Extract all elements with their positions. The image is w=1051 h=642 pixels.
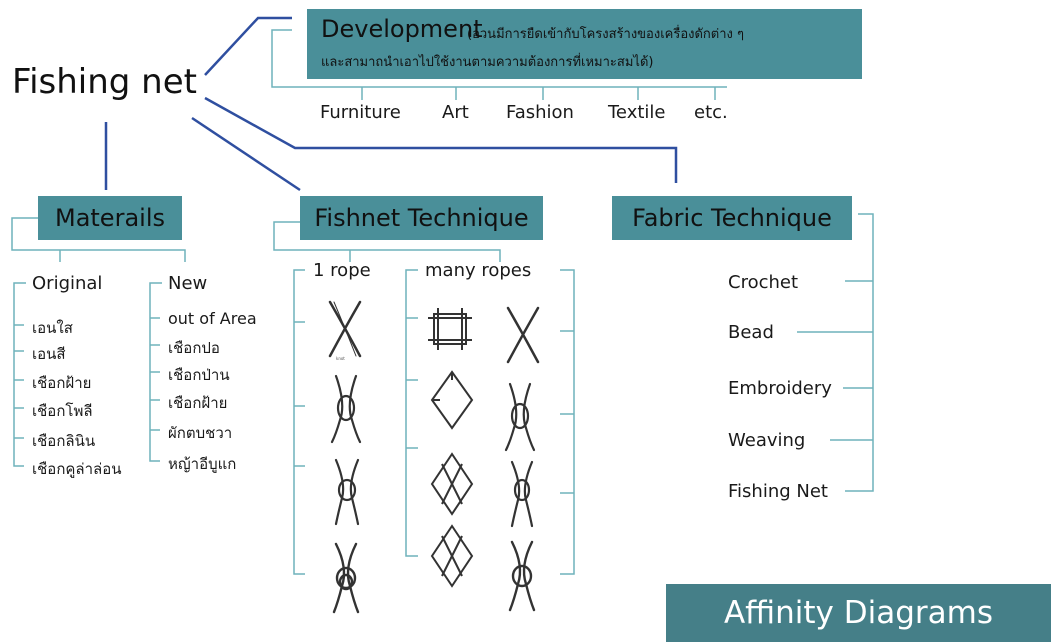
development-desc-line2: และสามาถนำเอาไปใช้งานตามความต้องการที่เห… [321, 55, 654, 70]
development-title: Development [321, 15, 483, 43]
fabric-item-crochet: Crochet [728, 272, 799, 293]
loop-knot-icon [330, 374, 362, 444]
double-loop-knot-icon [332, 542, 360, 614]
original-item: เชือกโพลี [32, 402, 93, 420]
diamond-mesh-icon [430, 370, 474, 430]
new-item: หญ้าอีบูแก [168, 455, 237, 473]
fabric-item-embroidery: Embroidery [728, 378, 832, 399]
fabric-item-weaving: Weaving [728, 430, 806, 451]
new-item: เชือกฝ้าย [168, 394, 228, 412]
development-item-furniture: Furniture [320, 102, 401, 123]
square-knot-icon [428, 308, 472, 350]
new-item: เชือกปอ [168, 339, 220, 357]
fabric-item-fishing-net: Fishing Net [728, 481, 828, 502]
fishnet-technique-title: Fishnet Technique [314, 204, 529, 232]
materials-original-label: Original [32, 273, 103, 294]
fabric-technique-title: Fabric Technique [632, 204, 832, 232]
footer-title: Affinity Diagrams [723, 595, 994, 631]
cross-knot-icon: knot [328, 300, 362, 360]
svg-text:knot: knot [336, 356, 345, 360]
new-item: ผักตบชวา [168, 424, 233, 442]
new-item: out of Area [168, 309, 257, 328]
double-loop-knot-icon [508, 540, 536, 612]
original-item: เชือกคูล่าล่อน [32, 460, 122, 478]
original-item: เอนสี [32, 345, 66, 363]
development-item-textile: Textile [608, 102, 666, 123]
fabric-technique-box: Fabric Technique [612, 196, 852, 240]
root-title: Fishing net [12, 62, 197, 102]
fabric-item-bead: Bead [728, 322, 774, 343]
diamond-mesh-icon [430, 524, 474, 588]
many-ropes-label: many ropes [425, 260, 532, 281]
development-item-fashion: Fashion [506, 102, 574, 123]
original-item: เชือกลินิน [32, 432, 96, 450]
development-item-art: Art [442, 102, 469, 123]
loop-knot-icon [510, 460, 534, 528]
original-item: เชือกฝ้าย [32, 374, 92, 392]
loop-knot-icon [504, 382, 536, 452]
fishnet-technique-box: Fishnet Technique [300, 196, 543, 240]
development-item-etc: etc. [694, 102, 728, 123]
new-item: เชือกป่าน [168, 366, 230, 384]
materials-box: Materails [38, 196, 182, 240]
diamond-mesh-icon [430, 452, 474, 516]
one-rope-label: 1 rope [313, 260, 371, 281]
materials-title: Materails [54, 204, 165, 232]
original-item: เอนใส [32, 319, 73, 337]
materials-new-label: New [168, 273, 208, 294]
development-box: Development (อวนมีการยืดเข้ากับโครงสร้าง… [307, 9, 862, 79]
cross-knot-icon [506, 306, 540, 364]
development-desc-line1: (อวนมีการยืดเข้ากับโครงสร้างของเครื่องดั… [467, 27, 745, 42]
footer-banner: Affinity Diagrams [666, 584, 1051, 642]
loop-knot-icon [334, 458, 360, 526]
